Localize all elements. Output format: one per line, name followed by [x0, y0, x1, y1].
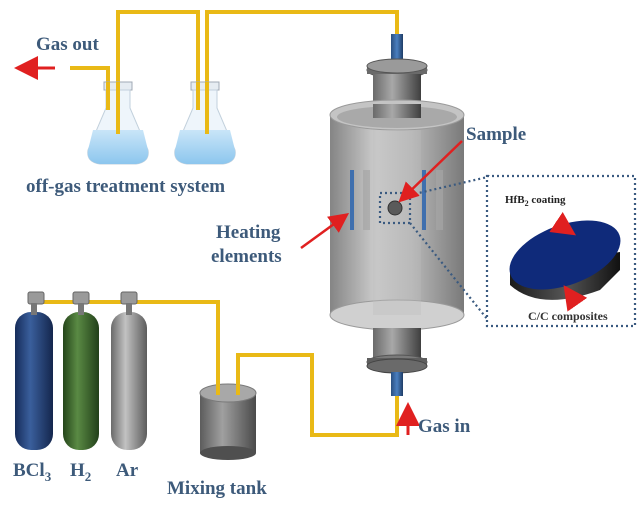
sample-highlight-box: [378, 191, 412, 225]
sample-disk: [387, 200, 403, 216]
h2-label: H2: [70, 460, 91, 484]
cylinder-bcl3: [15, 291, 53, 450]
inlet-tube: [391, 372, 403, 396]
off-gas-label: off-gas treatment system: [26, 176, 225, 197]
bottom-flange: [366, 358, 428, 374]
gas-out-label: Gas out: [36, 34, 99, 55]
zoom-line-top: [409, 174, 493, 197]
mixing-tank-label: Mixing tank: [167, 478, 267, 499]
bcl3-label: BCl3: [13, 460, 52, 484]
pipe-tank-to-furnace: [236, 353, 399, 437]
heating-label-line2: elements: [211, 246, 282, 267]
pipe-flask2-to-flask1: [116, 10, 200, 110]
cc-composites-label: C/C composites: [528, 309, 608, 323]
pipe-cylinders-to-tank: [38, 300, 220, 392]
flask-1: [87, 81, 149, 165]
furnace: [329, 34, 465, 396]
zoom-line-bottom: [409, 222, 493, 326]
pipe-furnace-to-flask2: [205, 10, 399, 110]
heating-element-right: [422, 170, 426, 230]
sample-arrow: [398, 140, 463, 203]
mixing-tank: [199, 375, 257, 460]
cylinder-ar: [111, 291, 147, 450]
hfb2-coating-surface: [509, 220, 621, 290]
heating-element-left: [350, 170, 354, 230]
cylinder-h2: [63, 291, 99, 450]
hfb2-coating-label: HfB2 coating: [505, 194, 566, 208]
pipe-flask1-out: [70, 66, 110, 95]
flask-1-liquid: [87, 130, 149, 164]
sample-inset: HfB2 coating C/C composites: [505, 194, 621, 323]
sample-label: Sample: [466, 124, 526, 145]
flask-2: [174, 81, 236, 165]
gas-in-label: Gas in: [418, 416, 471, 437]
ar-label: Ar: [116, 460, 139, 481]
heating-arrow: [300, 213, 350, 250]
heating-label-line1: Heating: [216, 222, 281, 243]
outlet-tube: [391, 34, 403, 64]
substrate-arrow: [563, 285, 588, 312]
flask-2-liquid: [174, 130, 236, 164]
coating-arrow: [549, 212, 576, 236]
